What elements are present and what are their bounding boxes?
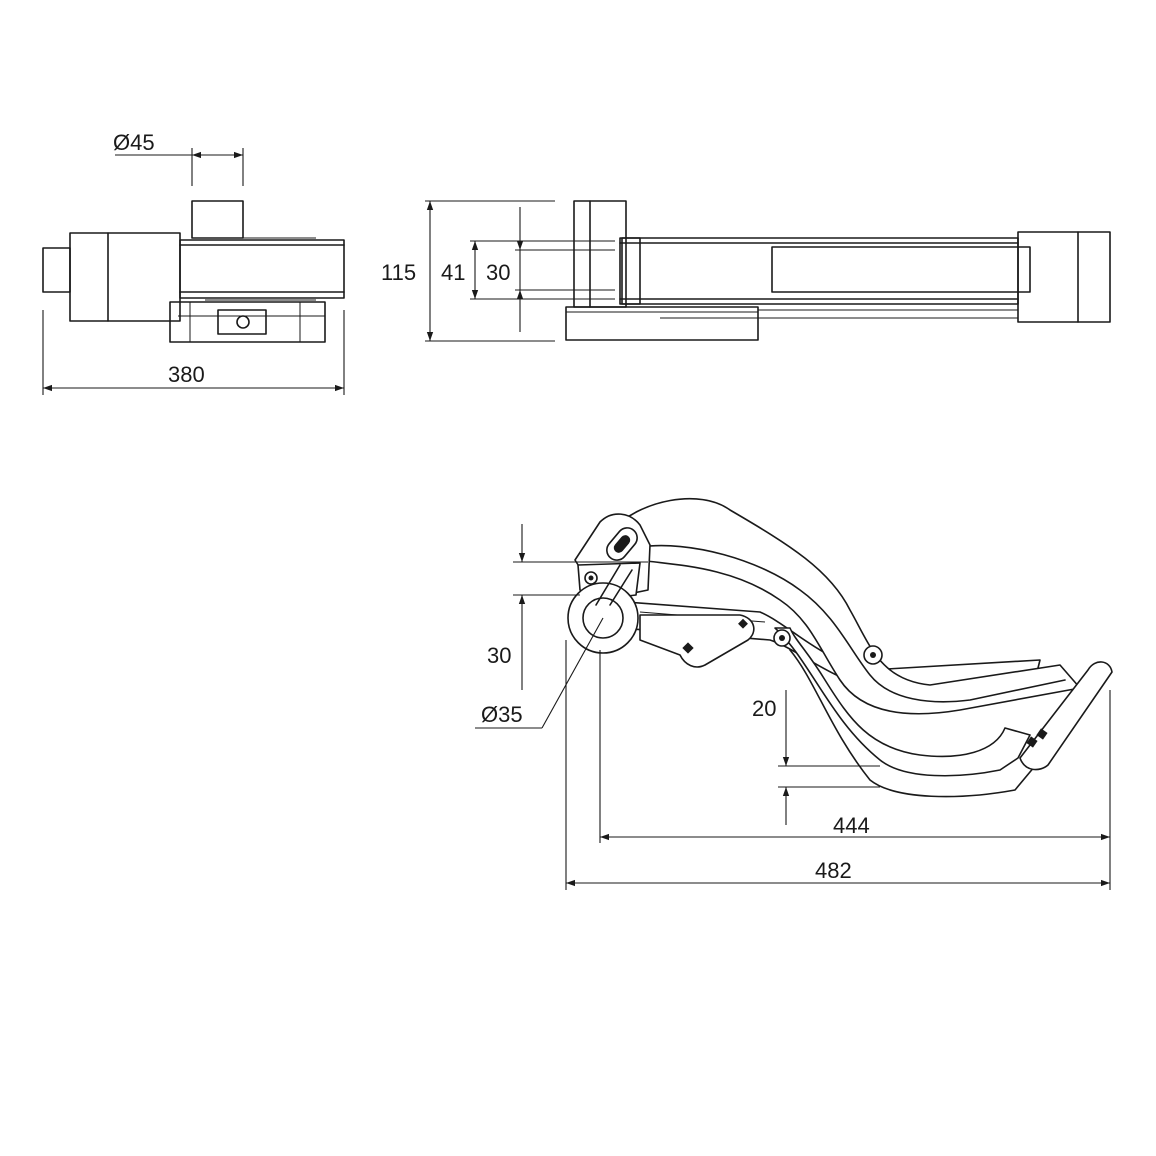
total-height-label: 115 — [381, 260, 416, 285]
vertical-post — [573, 200, 627, 308]
inner-height-label: 30 — [486, 260, 510, 285]
base-plate — [565, 306, 759, 341]
bore-boss — [191, 200, 244, 239]
inner-length-label: 444 — [833, 813, 870, 838]
end-cap — [1017, 231, 1111, 323]
arm-bar — [619, 237, 1019, 305]
upper-handle-tube — [611, 497, 1081, 715]
side-view: 115 41 30 — [381, 200, 1111, 342]
left-block — [69, 232, 181, 322]
left-stub — [42, 247, 71, 293]
arm-slot — [771, 246, 1031, 293]
base-bracket — [169, 301, 326, 343]
foot-bracket — [1019, 661, 1113, 771]
overall-length-label: 482 — [815, 858, 852, 883]
link-plate — [639, 614, 755, 668]
main-body — [179, 239, 345, 299]
foot-offset-label: 20 — [752, 696, 776, 721]
lower-curved-arm — [774, 627, 1031, 777]
width-label: 380 — [168, 362, 205, 387]
top-offset-label: 30 — [487, 643, 511, 668]
end-view: Ø45 380 — [42, 130, 345, 395]
shaft-diameter-label: Ø35 — [481, 702, 523, 727]
bore-diameter-label: Ø45 — [113, 130, 155, 155]
mid-height-label: 41 — [441, 260, 465, 285]
perspective-view: 30 Ø35 20 444 482 — [475, 497, 1113, 890]
